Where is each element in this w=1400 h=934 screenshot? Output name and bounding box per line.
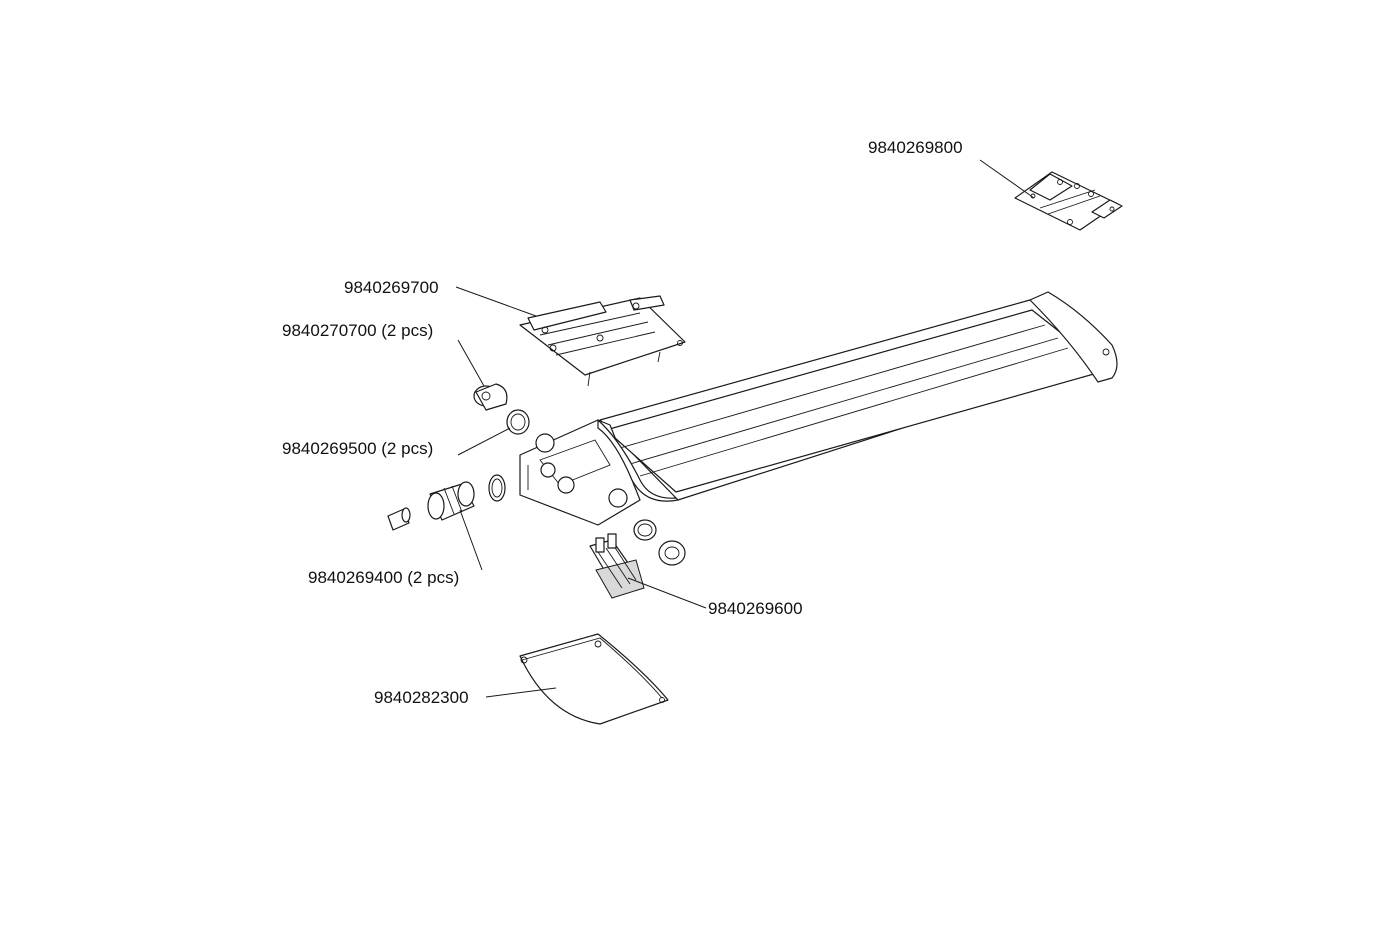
label-cable-gland: 9840269400 (2 pcs) [308,568,460,587]
sealing-plug [473,383,508,411]
leader-end-cover [485,687,557,698]
leader-lines [455,159,1035,698]
leader-bracket-right [979,159,1035,199]
mounting-bracket-right [1014,171,1123,231]
label-gasket: 9840269500 (2 pcs) [282,439,434,458]
leader-gasket [457,427,511,456]
cable-gland [387,481,686,566]
leader-terminal-block [627,577,707,609]
label-end-cover: 9840282300 [374,688,469,707]
leader-plug [457,339,485,387]
label-plug: 9840270700 (2 pcs) [282,321,434,340]
end-cover [519,633,669,725]
leader-cable-gland [459,509,483,571]
terminal-block [589,533,645,599]
gasket-rings [488,409,657,541]
luminaire-body [519,291,1118,526]
label-terminal-block: 9840269600 [708,599,803,618]
leader-bracket-left [455,286,537,317]
label-bracket-left: 9840269700 [344,278,439,297]
mounting-bracket-left [519,295,686,387]
label-bracket-right: 9840269800 [868,138,963,157]
